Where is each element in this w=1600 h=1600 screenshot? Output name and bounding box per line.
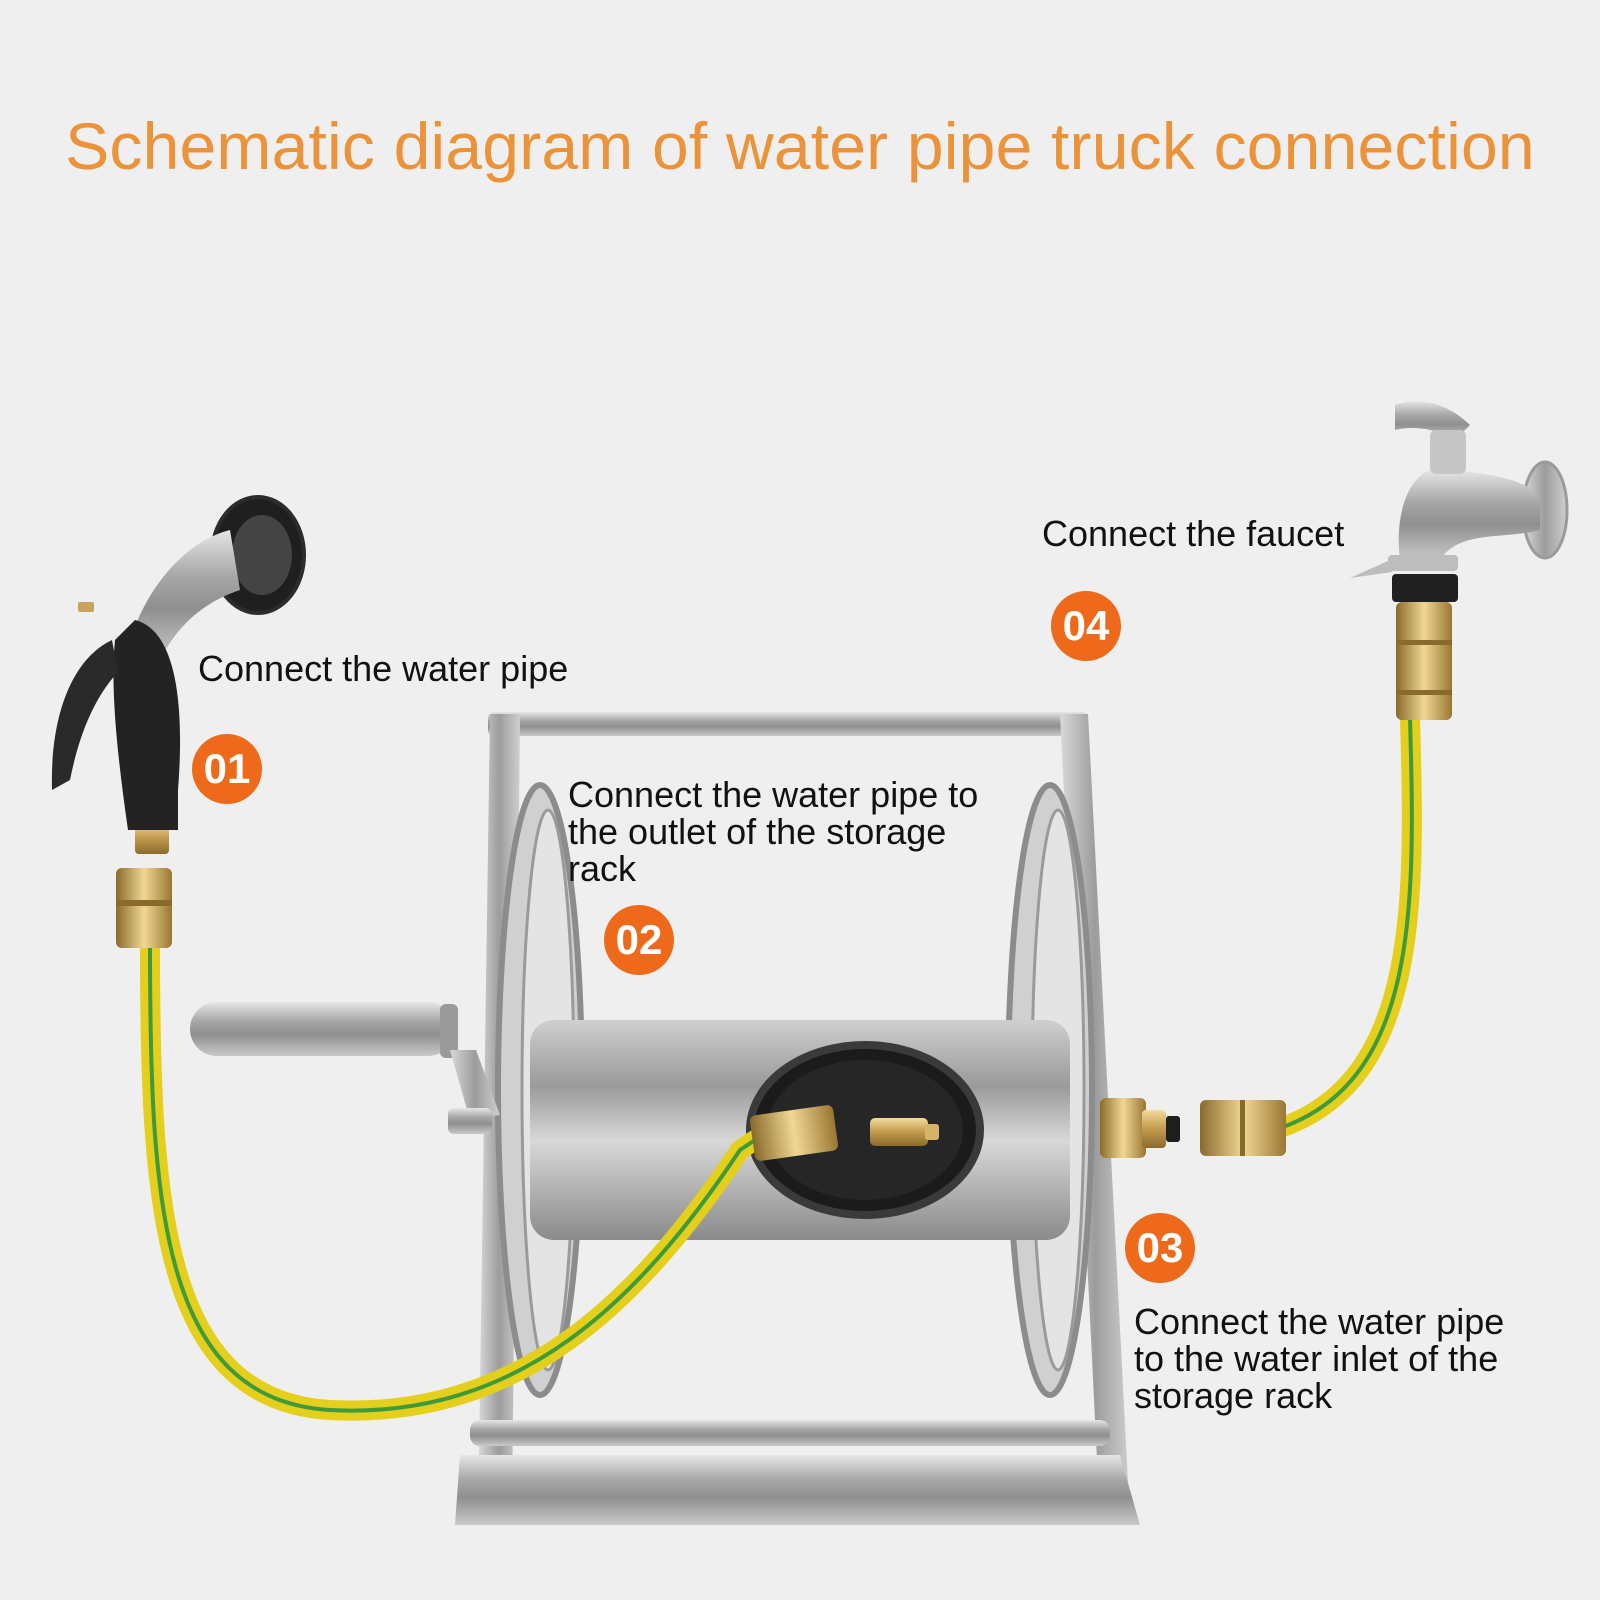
step-02-label: Connect the water pipe to the outlet of … [568,774,979,889]
faucet [1350,401,1569,720]
step-03-label: Connect the water pipe to the water inle… [1134,1301,1505,1416]
spray-gun-body [130,530,240,660]
spray-gun [51,495,306,830]
inlet-fitting [1100,1098,1180,1158]
outlet-brass-connector [870,1118,939,1146]
spray-gun-trigger [51,640,119,790]
frame-base-bar [470,1420,1110,1446]
faucet-rubber-seal [1392,574,1458,602]
diagram-title: Schematic diagram of water pipe truck co… [65,109,1535,183]
crank-handle [190,1002,500,1134]
hose-left [140,935,780,1421]
crank-arm [450,1050,500,1120]
step-02-badge: 02 [604,905,674,975]
crank-grip [190,1002,455,1056]
frame-top-bar [488,712,1088,736]
faucet-body [1398,470,1540,560]
gun-hose-connector [116,822,172,948]
drum-hose-connector [749,1105,839,1161]
hose-right [1270,708,1422,1138]
frame-base [455,1455,1140,1525]
step-01-label: Connect the water pipe [198,648,569,689]
step-03-badge: 03 [1125,1213,1195,1283]
spray-gun-handle [113,620,181,830]
step-01-badge: 01 [192,734,262,804]
step-04-label: Connect the faucet [1042,513,1345,554]
step-04-badge: 04 [1051,591,1121,661]
faucet-brass-coupler [1396,602,1452,720]
inlet-hose-connector [1200,1100,1286,1156]
reel-frame [455,712,1140,1525]
